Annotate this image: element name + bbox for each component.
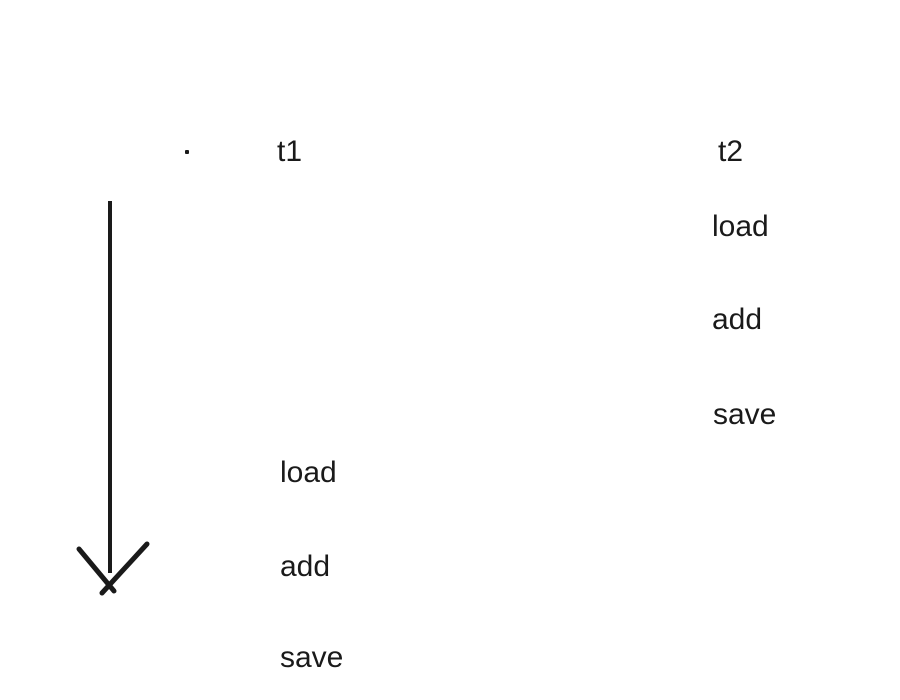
- thread-t2-operation-load: load: [712, 210, 769, 243]
- thread-t1-operation-add: add: [280, 550, 331, 583]
- thread-t2-operation-add: add: [712, 303, 763, 336]
- stray-ink-dot: [185, 150, 189, 154]
- thread-t2-label: t2: [718, 135, 744, 168]
- thread-t1-operation-load: load: [280, 456, 337, 489]
- thread-t1-label: t1: [277, 135, 303, 168]
- thread-t2-operation-save: save: [713, 398, 777, 431]
- thread-t1-operation-save: save: [280, 641, 344, 674]
